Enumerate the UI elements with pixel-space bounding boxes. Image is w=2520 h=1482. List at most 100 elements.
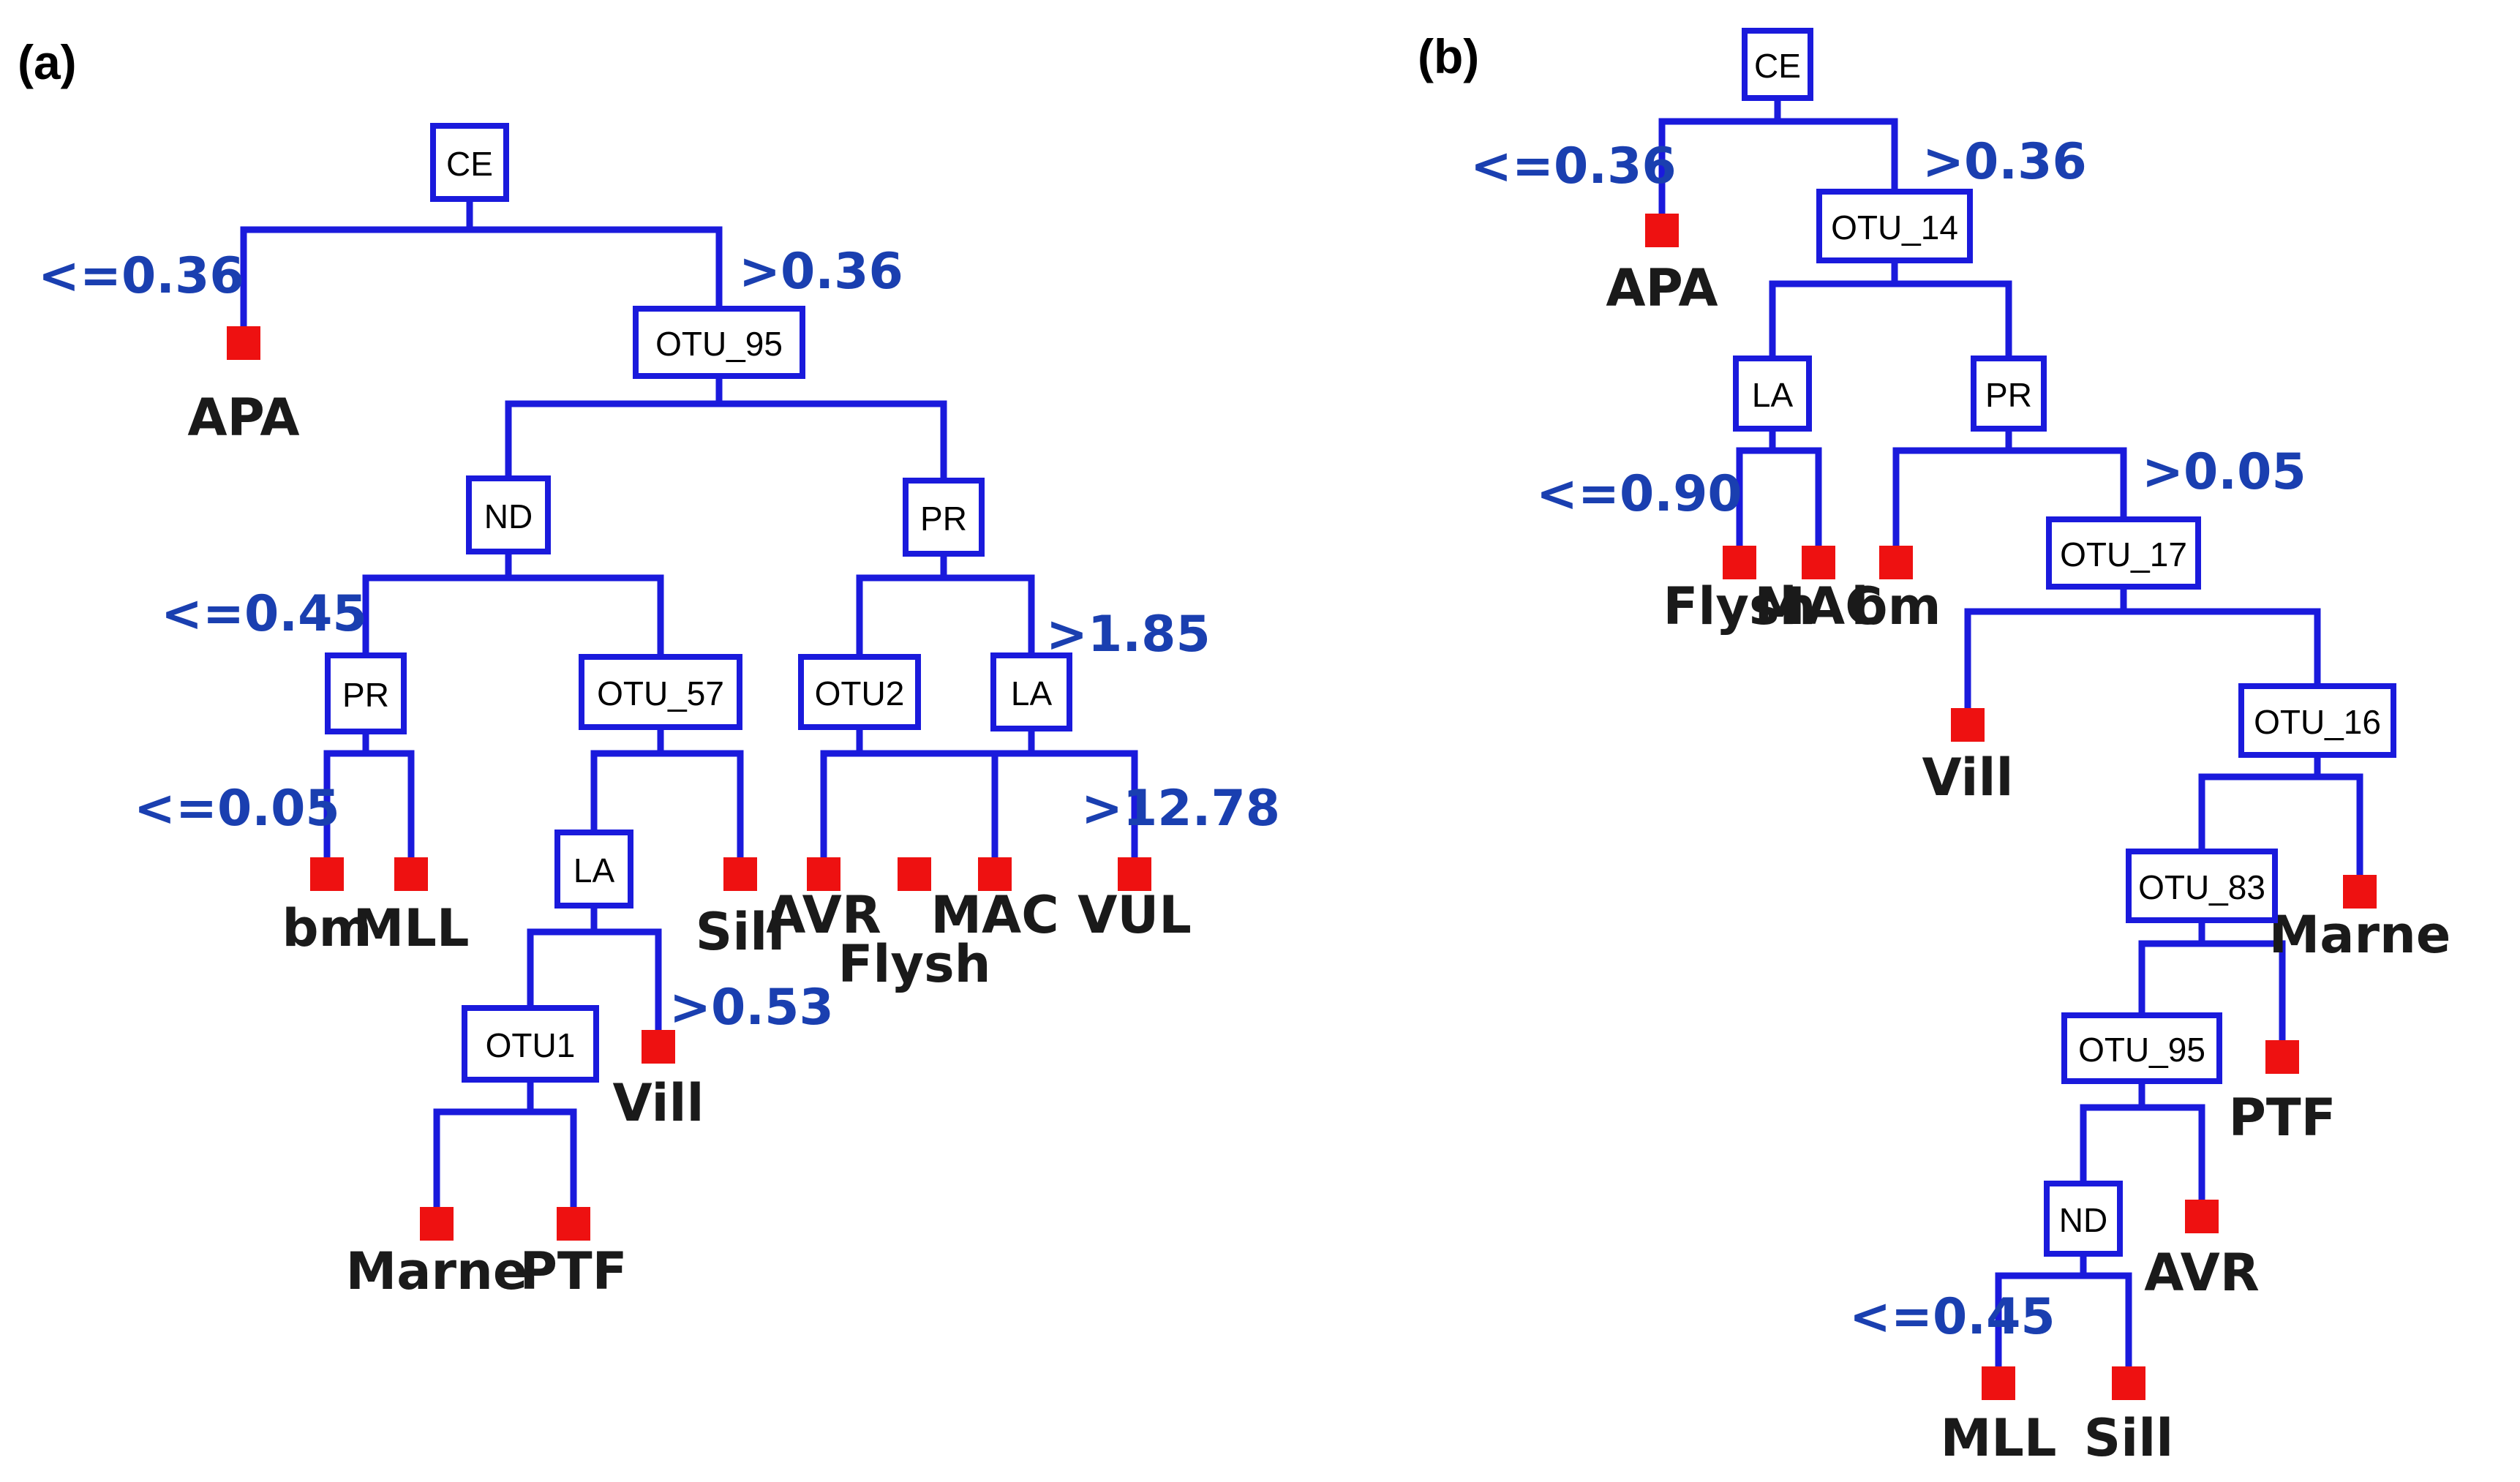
split-node-box: [325, 652, 407, 734]
split-node-box: [2126, 849, 2278, 923]
split-node-box: [990, 652, 1072, 731]
leaf-label: APA: [187, 388, 299, 448]
tree-edge-a_nd: [362, 548, 664, 661]
split-threshold-label: <=0.90: [1536, 465, 1742, 523]
split-node: OTU_14: [1816, 189, 1973, 263]
split-node-box: [1742, 28, 1813, 101]
leaf-marker: [1723, 546, 1756, 579]
split-node-box: [579, 654, 742, 730]
split-threshold-label: >1.85: [1046, 606, 1211, 663]
split-node: OTU_57: [579, 654, 742, 730]
tree-edges: [240, 94, 2363, 1370]
split-node-box: [466, 475, 551, 554]
tree-edge-a_pr2: [856, 550, 1035, 661]
leaf-marker: [2112, 1366, 2145, 1400]
split-node: PR: [1971, 356, 2047, 432]
split-threshold-label: <=0.36: [1470, 138, 1677, 195]
split-node: ND: [2044, 1181, 2123, 1257]
split-node-box: [2044, 1181, 2123, 1257]
split-node: LA: [990, 652, 1072, 731]
leaf-label: Flysh: [838, 934, 991, 994]
split-node: PR: [325, 652, 407, 734]
leaf-marker: [227, 326, 260, 360]
leaf-label: AVR: [2144, 1243, 2260, 1303]
tree-edge-b_la: [1736, 425, 1822, 549]
leaf-marker: [807, 857, 840, 891]
leaf-label: bm: [282, 898, 372, 958]
split-threshold-label: >0.36: [739, 243, 903, 301]
split-node-box: [1816, 189, 1973, 263]
leaf-label: Flysh: [1663, 576, 1816, 636]
leaf-label: PTF: [2229, 1088, 2336, 1148]
leaf-label: MLL: [353, 898, 470, 958]
split-node-box: [430, 123, 509, 202]
leaf-marker: [1802, 546, 1835, 579]
leaf-label: Sill: [2084, 1408, 2173, 1468]
split-node-label: CE: [446, 145, 493, 183]
split-node-label: OTU_57: [597, 674, 724, 712]
leaf-marker: [2265, 1040, 2299, 1074]
split-node-label: ND: [484, 497, 533, 535]
split-node: LA: [1733, 356, 1812, 432]
leaf-marker: [420, 1207, 454, 1241]
tree-edge-a_la2: [527, 902, 662, 1034]
panel-b-label: (b): [1418, 29, 1479, 83]
leaf-marker: [978, 857, 1012, 891]
split-node-label: LA: [1752, 376, 1794, 414]
split-node: OTU_95: [633, 306, 805, 379]
split-node-label: OTU1: [486, 1026, 576, 1064]
leaf-marker: [394, 857, 428, 891]
leaf-label: VUL: [1077, 885, 1192, 945]
tree-edge-b_nd: [1995, 1250, 2132, 1370]
split-node-label: ND: [2059, 1201, 2107, 1239]
tree-edge-b_otu14: [1769, 257, 2012, 362]
tree-edge-a_otu95: [505, 372, 947, 484]
tree-edge-a_otu2: [820, 723, 998, 861]
tree-edge-b_otu95: [2080, 1077, 2205, 1203]
leaf-label: Marne: [2269, 905, 2451, 965]
leaf-marker: [1879, 546, 1913, 579]
split-threshold-label: <=0.45: [1849, 1288, 2056, 1346]
split-threshold-label: >0.53: [669, 979, 834, 1037]
split-node: CE: [430, 123, 509, 202]
split-node-box: [2238, 683, 2396, 758]
split-node-label: CE: [1754, 47, 1801, 85]
split-node-box: [798, 654, 921, 730]
split-node-box: [2061, 1012, 2222, 1084]
split-node-label: OTU_95: [655, 325, 783, 363]
tree-edge-a_pr: [323, 728, 415, 861]
split-threshold-label: <=0.36: [38, 247, 244, 305]
leaf-marker: [898, 857, 931, 891]
leaf-marker: [1951, 708, 1985, 742]
split-node-label: PR: [342, 676, 389, 714]
split-node: OTU_16: [2238, 683, 2396, 758]
split-node: OTU1: [462, 1005, 599, 1083]
leaf-label: APA: [1606, 258, 1718, 318]
leaf-marker: [723, 857, 757, 891]
tree-edge-a_otu1: [433, 1076, 577, 1211]
split-node: LA: [554, 830, 633, 909]
split-node: OTU2: [798, 654, 921, 730]
leaf-marker: [557, 1207, 590, 1241]
leaf-label: Vill: [613, 1073, 704, 1133]
split-node: PR: [903, 478, 985, 557]
leaf-label: MAC: [930, 885, 1058, 945]
split-threshold-label: <=0.45: [161, 585, 367, 643]
split-node-label: PR: [1985, 376, 2032, 414]
split-node-label: LA: [573, 851, 615, 889]
leaf-label: PTF: [520, 1241, 628, 1301]
tree-edge-b_otu16: [2198, 751, 2363, 879]
leaf-label: MAC: [1754, 576, 1882, 636]
leaf-marker: [2343, 875, 2377, 909]
split-node-box: [1971, 356, 2047, 432]
split-node-box: [462, 1005, 599, 1083]
split-threshold-label: <=0.05: [134, 780, 340, 838]
leaf-marker: [2185, 1200, 2219, 1233]
panel-a-label: (a): [18, 35, 77, 89]
leaf-marker: [1982, 1366, 2015, 1400]
split-node-label: LA: [1011, 674, 1053, 712]
split-node: ND: [466, 475, 551, 554]
